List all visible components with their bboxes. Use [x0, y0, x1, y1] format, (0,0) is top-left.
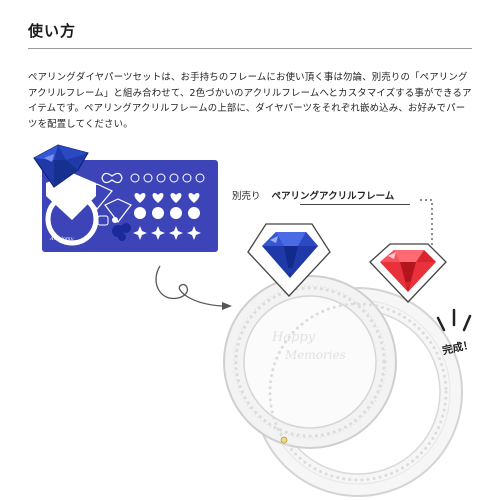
frame-caption: 別売り ペアリングアクリルフレーム	[232, 188, 394, 202]
description-text: ペアリングダイヤパーツセットは、お手持ちのフレームにお使い頂く事は勿論、別売りの…	[28, 72, 472, 130]
caption-prefix: 別売り	[232, 191, 261, 202]
ring-script-text-2: Memories	[285, 348, 346, 362]
blue-diamond-part	[33, 144, 89, 188]
section-title: 使い方	[28, 22, 77, 40]
red-diamond-on-ring	[369, 243, 447, 303]
caption-product-name: ペアリングアクリルフレーム	[271, 191, 395, 202]
caption-underline	[300, 204, 410, 205]
title-divider	[28, 48, 472, 49]
ring-script-text-1: Happy	[272, 330, 316, 345]
sheet-brand-mark: Amelomy	[50, 236, 74, 242]
rose-parts	[112, 223, 131, 241]
blue-diamond-on-ring	[247, 223, 331, 297]
